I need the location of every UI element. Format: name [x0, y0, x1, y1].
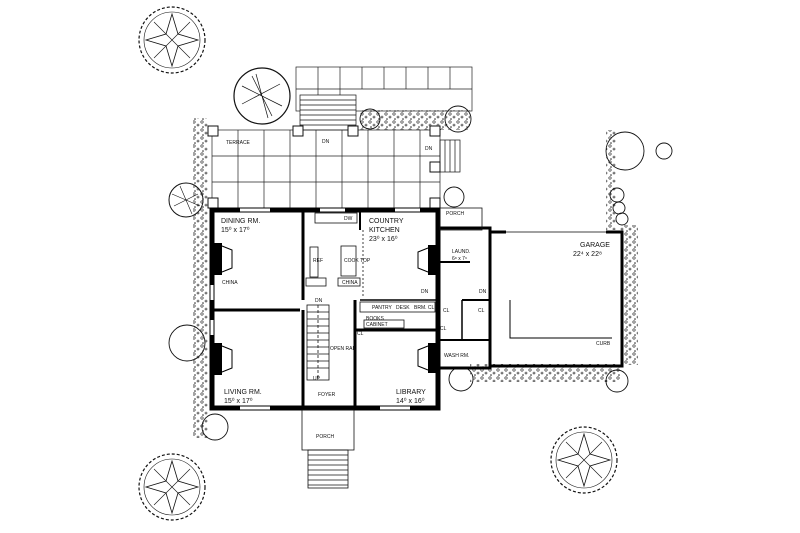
open-rail-label: OPEN RAIL: [330, 346, 357, 352]
laundry-size: 6⁸ x 7⁶: [452, 256, 467, 262]
round-tree-icon: [233, 67, 291, 125]
shrub-icon: [168, 105, 673, 441]
cabinet-label: CABINET: [366, 322, 388, 328]
dishwasher-label: DW: [344, 216, 353, 222]
tree-icon: [138, 453, 206, 521]
kitchen-size: 23⁰ x 16⁰: [369, 235, 398, 243]
laundry-label: LAUND.: [452, 249, 470, 255]
front-porch-label: PORCH: [316, 434, 334, 440]
living-room-size: 15⁰ x 17⁰: [224, 397, 253, 405]
library-size: 14⁰ x 16⁰: [396, 397, 425, 405]
garage-label: GARAGE: [580, 242, 610, 249]
down-label: DN: [315, 298, 323, 304]
china-left-label: CHINA: [222, 280, 238, 286]
closet-label: CL: [440, 326, 447, 332]
service-wing: [436, 226, 492, 370]
down-label: DN: [322, 139, 330, 145]
curb-label: CURB: [596, 341, 611, 347]
terrace-side-steps: [439, 139, 461, 173]
interior-walls: [212, 210, 438, 408]
dining-room-size: 15⁰ x 17⁰: [221, 226, 250, 234]
terrace-label: TERRACE: [226, 140, 251, 146]
living-room-label: LIVING RM.: [224, 389, 262, 396]
up-label: UP: [313, 376, 321, 382]
rear-porch-label: PORCH: [446, 211, 464, 217]
tree-icon: [138, 6, 206, 74]
kitchen-counters: [305, 212, 436, 329]
dining-room-label: DINING RM.: [221, 218, 260, 225]
fireplace-icon: [214, 243, 436, 375]
porch-rear: [439, 207, 483, 231]
terrace-posts: [207, 125, 441, 209]
books-label: BOOKS: [366, 316, 384, 322]
library-label: LIBRARY: [396, 389, 426, 396]
down-label: DN: [425, 146, 433, 152]
garden-steps: [299, 94, 357, 131]
closet-label: CL: [443, 308, 450, 314]
broom-closet-label: BRM. CL: [414, 305, 435, 311]
kitchen-label-line1: COUNTRY: [369, 218, 404, 225]
hearth: [221, 245, 429, 373]
down-label: DN: [421, 289, 429, 295]
desk-label: DESK: [396, 305, 410, 311]
foyer-label: FOYER: [318, 392, 336, 398]
closet-label: CL: [357, 331, 364, 337]
refrigerator-label: REF: [313, 258, 323, 264]
cook-top-label: COOK TOP: [344, 258, 371, 264]
front-porch: [301, 409, 355, 489]
pantry-label: PANTRY: [372, 305, 392, 311]
hedge: [193, 110, 638, 438]
garage: [490, 230, 624, 368]
down-label: DN: [479, 289, 487, 295]
china-right-label: CHINA: [342, 280, 358, 286]
kitchen-label-line2: KITCHEN: [369, 227, 400, 234]
wash-room-label: WASH RM.: [444, 353, 469, 359]
tree-icon: [550, 426, 618, 494]
windows: [210, 208, 420, 410]
main-stairs: [306, 304, 330, 381]
closet-label: CL: [478, 308, 485, 314]
garage-size: 22⁴ x 22⁸: [573, 251, 602, 258]
